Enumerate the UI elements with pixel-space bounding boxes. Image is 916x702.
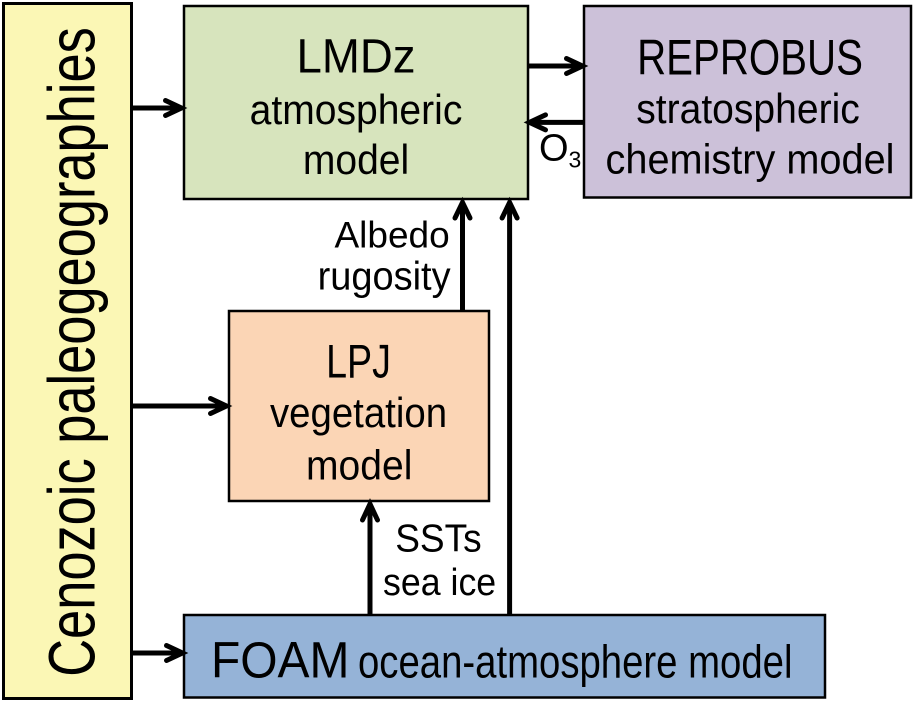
svg-text:LMDz: LMDz bbox=[296, 29, 415, 82]
svg-text:3: 3 bbox=[569, 147, 582, 173]
svg-text:atmospheric: atmospheric bbox=[250, 86, 463, 134]
svg-text:O: O bbox=[539, 128, 569, 170]
svg-text:sea ice: sea ice bbox=[383, 561, 496, 603]
svg-text:Albedo: Albedo bbox=[334, 215, 449, 256]
svg-text:chemistry model: chemistry model bbox=[606, 135, 895, 182]
svg-text:model: model bbox=[306, 441, 412, 489]
svg-text:stratospheric: stratospheric bbox=[636, 85, 860, 133]
svg-text:rugosity: rugosity bbox=[318, 255, 451, 299]
svg-text:LPJ: LPJ bbox=[326, 335, 391, 388]
svg-text:REPROBUS: REPROBUS bbox=[637, 30, 863, 86]
svg-text:SSTs: SSTs bbox=[395, 518, 481, 561]
svg-text:vegetation: vegetation bbox=[270, 389, 447, 436]
svg-text:ocean-atmosphere model: ocean-atmosphere model bbox=[358, 636, 792, 687]
svg-text:model: model bbox=[303, 136, 409, 184]
svg-text:FOAM: FOAM bbox=[211, 632, 349, 689]
svg-text:Cenozoic paleogeographies: Cenozoic paleogeographies bbox=[35, 27, 109, 677]
